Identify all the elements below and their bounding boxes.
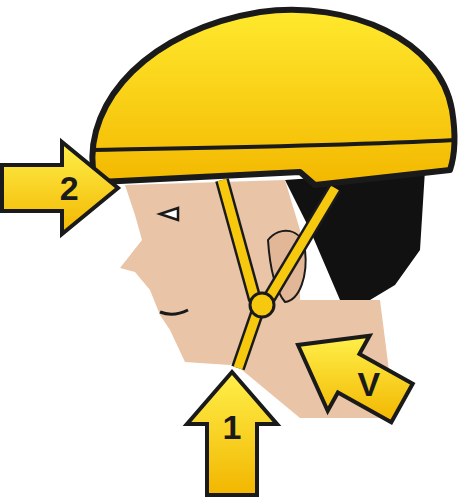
rear-strap xyxy=(268,188,335,300)
helmet-shell xyxy=(92,10,454,185)
callout-number: 1 xyxy=(223,410,242,444)
arrow-outline xyxy=(298,336,413,423)
arrow-outline xyxy=(187,372,277,495)
strap-outline xyxy=(268,188,335,300)
front-strap xyxy=(222,180,255,300)
eye xyxy=(160,208,178,220)
arrow-shape xyxy=(290,315,410,430)
arrow-outline xyxy=(2,142,118,234)
callout-arrow: 2 xyxy=(0,142,122,236)
strap-outline xyxy=(222,180,255,300)
strap-buckle xyxy=(250,293,274,317)
chin-strap xyxy=(238,310,258,368)
callout-arrow: V xyxy=(290,315,410,430)
helmet-band xyxy=(92,140,455,150)
callout-arrow: 1 xyxy=(185,370,280,497)
strap-outline xyxy=(238,310,258,368)
mouth xyxy=(160,310,188,314)
callout-number: 2 xyxy=(60,171,79,205)
callout-number: V xyxy=(357,367,380,401)
